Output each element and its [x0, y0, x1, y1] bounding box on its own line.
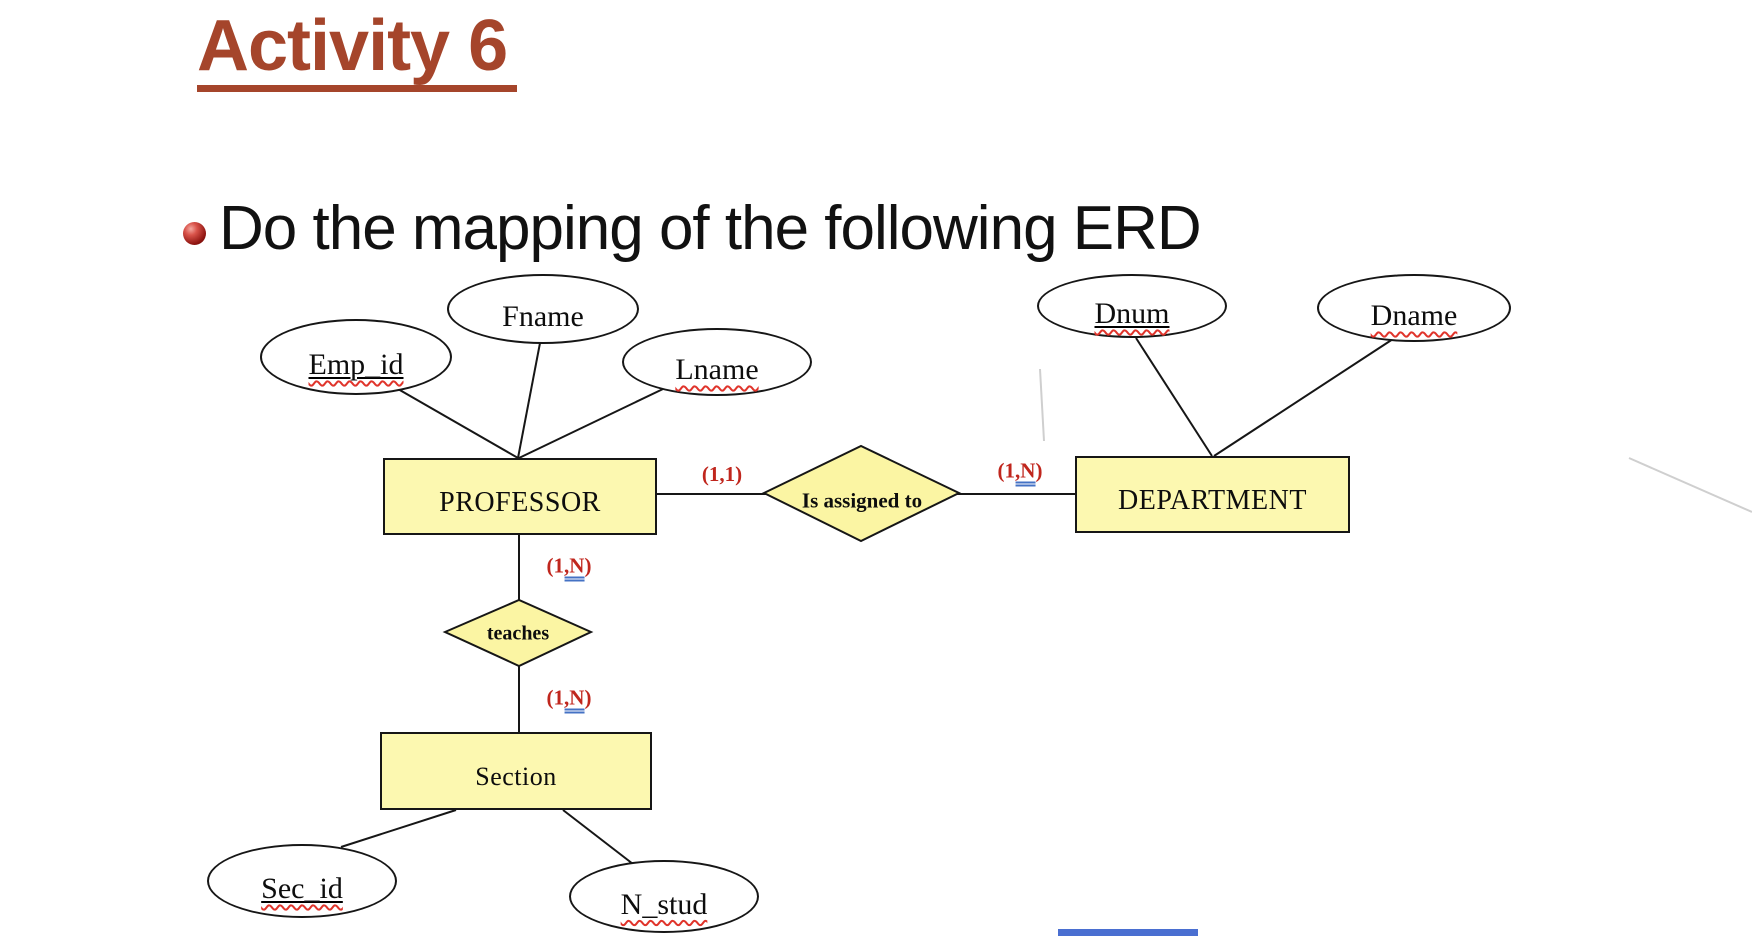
- attribute-label-lname: Lname: [675, 353, 759, 386]
- line-section-nstud: [562, 809, 634, 865]
- cardinality-professor-assigned: (1,1): [701, 461, 743, 486]
- relationship-label-assigned: Is assigned to: [801, 488, 923, 513]
- attribute-ellipse-fname: Fname: [447, 274, 639, 344]
- entity-label-department: DEPARTMENT: [1118, 484, 1307, 516]
- line-empid-professor: [397, 388, 519, 459]
- bullet-line: Do the mapping of the following ERD: [183, 194, 1202, 263]
- line-dname-department: [1213, 338, 1394, 457]
- red-sphere-bullet-icon: [183, 222, 206, 245]
- line-dnum-department: [1135, 337, 1213, 457]
- attribute-ellipse-emp-id: Emp_id: [260, 319, 452, 395]
- attribute-label-n-stud: N_stud: [620, 887, 708, 921]
- relationship-diamond-teaches: [442, 598, 594, 668]
- ghost-line-middle: [1039, 368, 1045, 442]
- bottom-blue-bar: [1058, 929, 1198, 936]
- attribute-label-emp-id: Emp_id: [308, 348, 404, 381]
- cardinality-professor-teaches: (1,N): [547, 554, 591, 582]
- slide-title: Activity 6: [197, 10, 518, 92]
- attribute-label-fname: Fname: [502, 300, 584, 333]
- bullet-text: Do the mapping of the following ERD: [219, 194, 1202, 263]
- line-fname-professor: [517, 342, 541, 459]
- cardinality-section-teaches: (1,N): [547, 686, 591, 714]
- attribute-ellipse-dnum: Dnum: [1037, 274, 1227, 338]
- cardinality-department-assigned: (1,N): [998, 459, 1042, 487]
- attribute-label-dnum: Dnum: [1094, 297, 1170, 330]
- entity-section: Section: [380, 732, 652, 810]
- entity-label-professor: PROFESSOR: [439, 486, 601, 518]
- entity-professor: PROFESSOR: [383, 458, 657, 535]
- attribute-label-dname: Dname: [1370, 299, 1458, 332]
- relationship-label-teaches: teaches: [486, 622, 550, 645]
- line-section-secid: [340, 809, 457, 848]
- entity-label-section: Section: [475, 762, 557, 791]
- attribute-label-sec-id: Sec_id: [261, 872, 343, 905]
- attribute-ellipse-lname: Lname: [622, 328, 812, 396]
- attribute-ellipse-dname: Dname: [1317, 274, 1511, 342]
- entity-department: DEPARTMENT: [1075, 456, 1350, 533]
- relationship-diamond-assigned: [761, 444, 962, 543]
- attribute-ellipse-n-stud: N_stud: [569, 860, 759, 933]
- attribute-ellipse-sec-id: Sec_id: [207, 844, 397, 918]
- line-lname-professor: [518, 388, 664, 459]
- ghost-line-right: [1628, 457, 1752, 513]
